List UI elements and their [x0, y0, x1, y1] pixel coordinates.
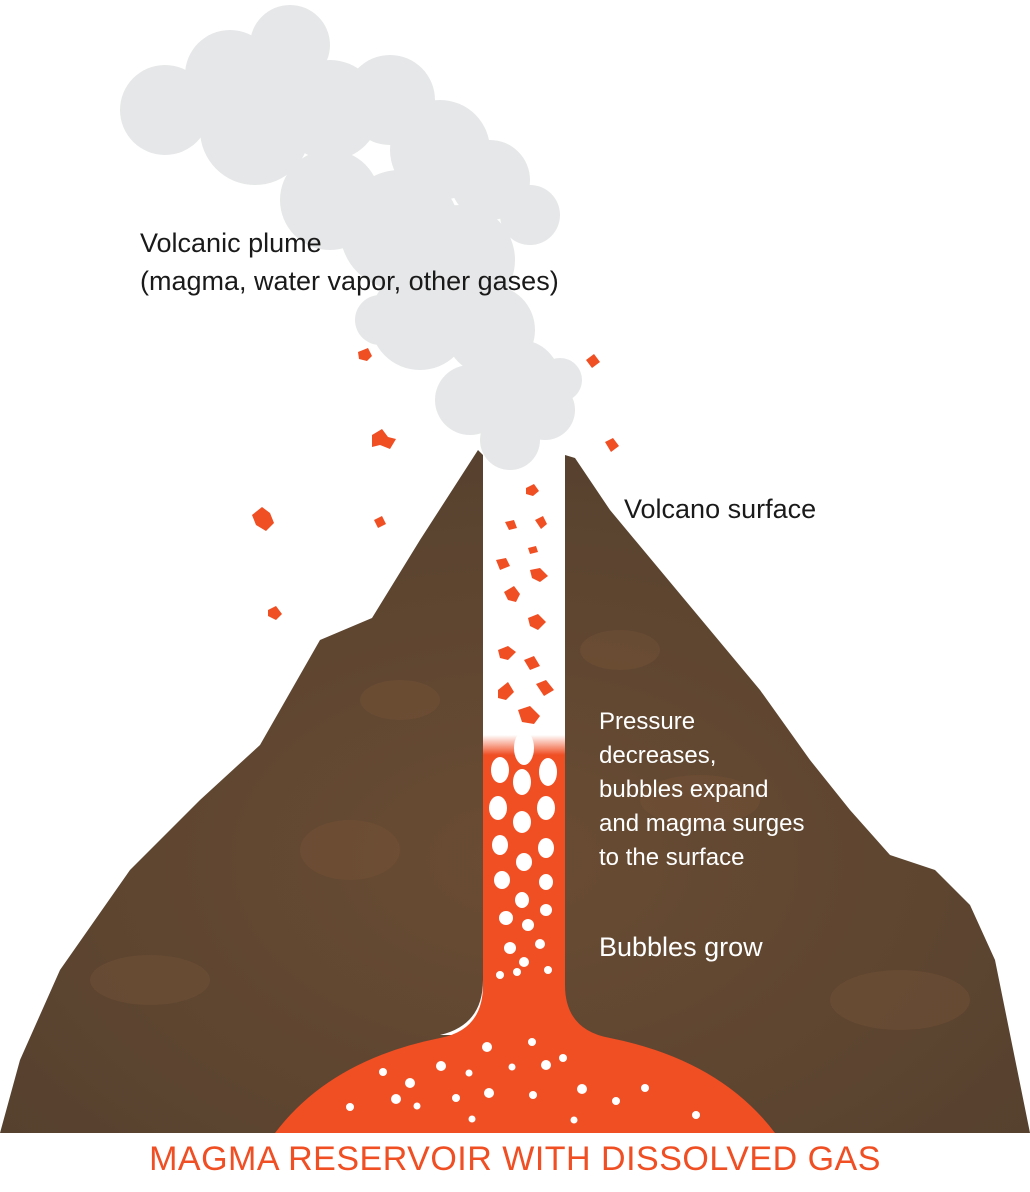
lava-fragments: [252, 348, 619, 724]
pressure-line: bubbles expand: [599, 776, 769, 803]
pressure-line: to the surface: [599, 844, 745, 871]
pressure-label: Pressure decreases, bubbles expand and m…: [599, 705, 804, 875]
rock-texture: [90, 630, 970, 1030]
pressure-line: and magma surges: [599, 810, 805, 837]
plume-label-line1: Volcanic plume: [140, 228, 322, 258]
surface-label: Volcano surface: [624, 494, 817, 524]
bubbles-grow-label: Bubbles grow: [599, 932, 763, 962]
plume-label-line2: (magma, water vapor, other gases): [140, 266, 559, 296]
plume: [120, 5, 582, 470]
pressure-line: decreases,: [599, 742, 717, 769]
magma-conduit-reservoir: [275, 740, 775, 1133]
bubbles: [346, 731, 700, 1124]
reservoir-title: MAGMA RESERVOIR WITH DISSOLVED GAS: [149, 1140, 881, 1178]
plume-label: Volcanic plume (magma, water vapor, othe…: [140, 224, 559, 300]
volcano-surface: [0, 450, 1030, 1133]
pressure-line: Pressure: [599, 708, 696, 735]
